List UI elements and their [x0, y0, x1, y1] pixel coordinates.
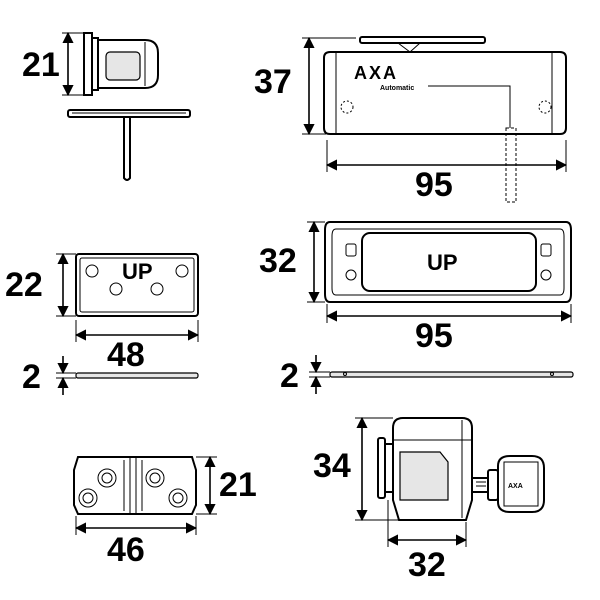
brand-logo: AXA — [354, 63, 398, 83]
cylinder-key-view: AXA 34 32 — [313, 416, 545, 584]
dim-label-plate-width: 48 — [107, 336, 145, 374]
plate-up-label: UP — [122, 259, 153, 284]
dim-label-housing-thickness: 2 — [280, 357, 299, 395]
dim-label-housing-front-width: 95 — [415, 317, 453, 355]
housing-up-label: UP — [427, 250, 458, 275]
key-brand-logo: AXA — [508, 483, 523, 490]
dim-label-latch-height: 21 — [22, 46, 60, 84]
dim-label-housing-width: 95 — [415, 166, 453, 204]
dim-label-housing-height: 37 — [254, 63, 292, 101]
plate-thickness-view: 2 — [22, 356, 199, 396]
housing-side-view: AXA Automatic 37 95 — [254, 36, 568, 204]
dim-label-hinge-height: 21 — [219, 466, 257, 504]
dim-label-plate-thickness: 2 — [22, 358, 41, 396]
dim-label-plate-height: 22 — [5, 266, 43, 304]
dim-label-cylinder-height: 34 — [313, 447, 351, 485]
dim-label-hinge-width: 46 — [107, 531, 145, 569]
latch-side-view: 21 — [22, 31, 191, 181]
dim-label-cylinder-width: 32 — [408, 546, 446, 584]
housing-thickness-view: 2 — [280, 355, 574, 395]
brand-subtitle: Automatic — [380, 85, 414, 92]
plate-front-view: UP 22 48 — [5, 252, 200, 374]
hinge-plate-view: 21 46 — [73, 455, 257, 569]
dim-label-housing-front-height: 32 — [259, 242, 297, 280]
housing-front-view: UP 32 95 — [259, 220, 573, 355]
